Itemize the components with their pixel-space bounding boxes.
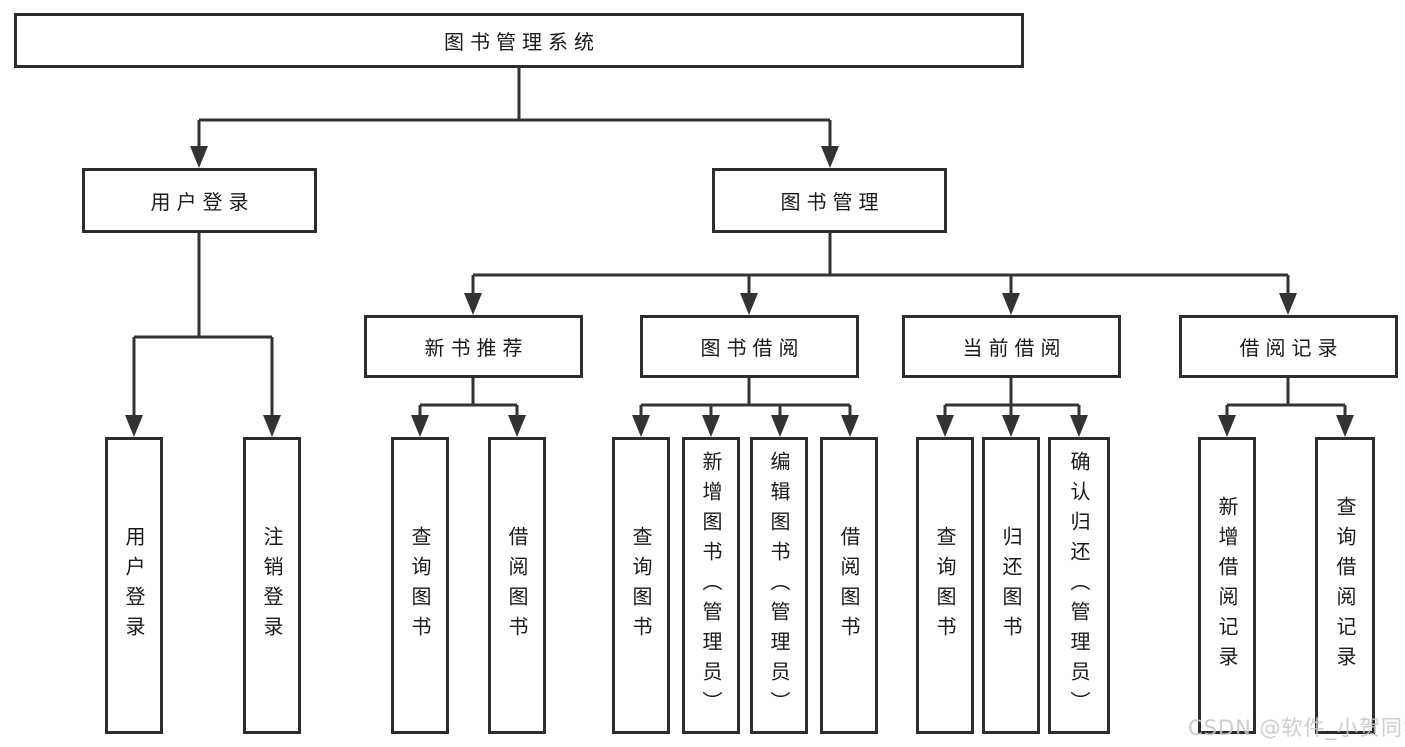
node-root-label: 图书管理系统 — [444, 30, 600, 54]
leaf-user-login-label: 用户登录 — [122, 525, 146, 646]
node-user-login: 用户登录 — [82, 168, 317, 233]
leaf-confirm-return-admin-label: 确认归还（管理员） — [1067, 450, 1091, 721]
leaf-query-books-3-label: 查询图书 — [933, 525, 957, 646]
node-new-book-recommend-label: 新书推荐 — [424, 336, 529, 360]
leaf-query-books-2-label: 查询图书 — [629, 525, 653, 646]
leaf-edit-books-admin-label: 编辑图书（管理员） — [767, 450, 791, 721]
leaf-query-books-2: 查询图书 — [612, 437, 670, 734]
arrowheads — [125, 146, 1354, 437]
leaf-borrow-books-1: 借阅图书 — [488, 437, 546, 734]
node-current-borrowing-label: 当前借阅 — [962, 336, 1067, 360]
node-current-borrowing: 当前借阅 — [902, 315, 1121, 378]
node-borrowing-records: 借阅记录 — [1179, 315, 1398, 378]
node-root-system: 图书管理系统 — [14, 13, 1024, 68]
leaf-confirm-return-admin: 确认归还（管理员） — [1048, 437, 1110, 734]
leaf-borrow-books-1-label: 借阅图书 — [505, 525, 529, 646]
leaf-query-books-1: 查询图书 — [391, 437, 449, 734]
leaf-user-login: 用户登录 — [105, 437, 163, 734]
leaf-query-borrow-record: 查询借阅记录 — [1315, 437, 1375, 734]
leaf-borrow-books-2: 借阅图书 — [820, 437, 878, 734]
leaf-borrow-books-2-label: 借阅图书 — [837, 525, 861, 646]
leaf-edit-books-admin: 编辑图书（管理员） — [750, 437, 808, 734]
leaf-add-borrow-record-label: 新增借阅记录 — [1215, 495, 1239, 676]
leaf-add-books-admin-label: 新增图书（管理员） — [699, 450, 723, 721]
leaf-query-books-3: 查询图书 — [916, 437, 974, 734]
leaf-logout: 注销登录 — [243, 437, 301, 734]
leaf-logout-label: 注销登录 — [260, 525, 284, 646]
leaf-query-borrow-record-label: 查询借阅记录 — [1333, 495, 1357, 676]
node-new-book-recommend: 新书推荐 — [364, 315, 583, 378]
csdn-watermark: CSDN @软件_小贺同学 — [1188, 716, 1405, 740]
leaf-add-borrow-record: 新增借阅记录 — [1198, 437, 1256, 734]
leaf-query-books-1-label: 查询图书 — [408, 525, 432, 646]
node-book-borrowing-label: 图书借阅 — [700, 336, 805, 360]
leaf-add-books-admin: 新增图书（管理员） — [682, 437, 740, 734]
node-book-borrowing: 图书借阅 — [640, 315, 859, 378]
node-book-management: 图书管理 — [712, 168, 947, 233]
leaf-return-books: 归还图书 — [982, 437, 1040, 734]
node-borrowing-records-label: 借阅记录 — [1239, 336, 1344, 360]
leaf-return-books-label: 归还图书 — [999, 525, 1023, 646]
node-user-login-label: 用户登录 — [150, 190, 255, 214]
node-book-management-label: 图书管理 — [780, 190, 885, 214]
